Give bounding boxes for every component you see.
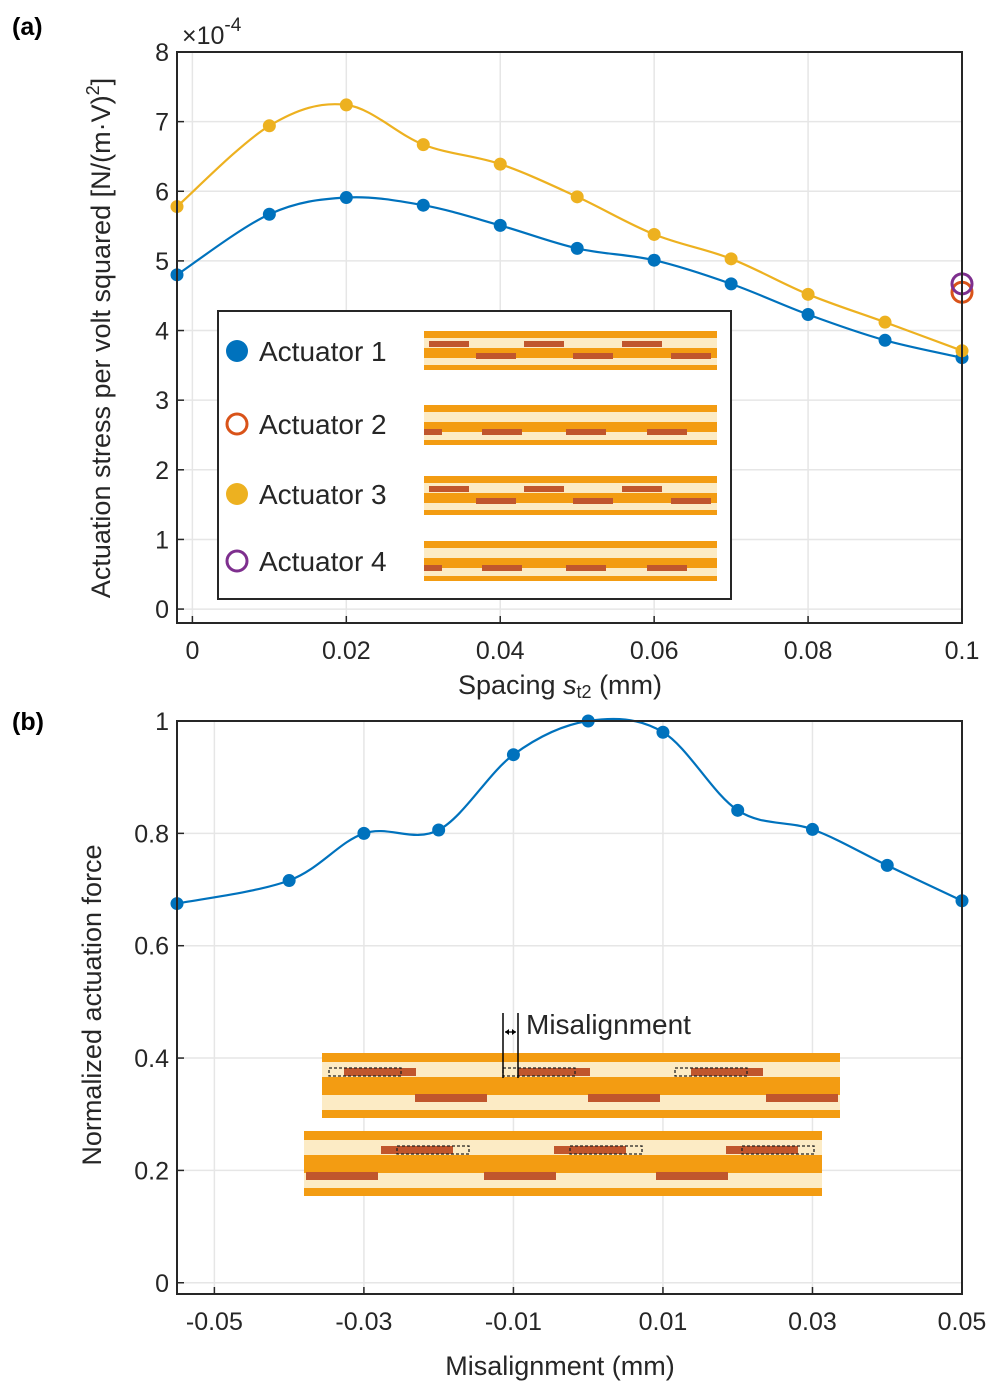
data-point-series [432, 823, 446, 837]
legend: Actuator 1 Actuator 2 [217, 310, 732, 600]
panel-a-label: (a) [12, 13, 43, 41]
data-point-series [656, 725, 670, 739]
series-line-series [176, 717, 963, 905]
panel-b-grid [177, 720, 963, 1294]
data-point-series [805, 822, 819, 836]
data-point-actuator-3 [570, 190, 584, 204]
panel-b-label: (b) [12, 708, 44, 736]
x-tick-label: 0 [185, 637, 199, 665]
legend-label-actuator-1: Actuator 1 [259, 336, 387, 367]
data-point-actuator-1 [878, 333, 892, 347]
panel-a-plot-frame [176, 51, 963, 624]
panel-b-y-axis-label: Normalized actuation force [77, 844, 107, 1165]
legend-entry-actuator-1: Actuator 1 [226, 331, 717, 370]
data-point-actuator-1 [724, 277, 738, 291]
legend-entry-actuator-3: Actuator 3 [226, 476, 717, 515]
y-tick-label: 0 [155, 596, 169, 624]
data-point-actuator-1 [339, 191, 353, 205]
x-tick-label: 0.1 [945, 637, 980, 665]
x-tick-label: 0.08 [784, 637, 833, 665]
x-tick-label: -0.03 [335, 1308, 392, 1336]
panel-a-exponent: ×10-4 [182, 15, 242, 50]
y-tick-label: 8 [155, 39, 169, 67]
y-tick-label: 5 [155, 248, 169, 276]
legend-label-actuator-2: Actuator 2 [259, 409, 387, 440]
x-tick-label: -0.05 [186, 1308, 243, 1336]
data-point-actuator-3 [724, 252, 738, 266]
x-tick-label: 0.03 [788, 1308, 837, 1336]
y-tick-label: 2 [155, 457, 169, 485]
y-tick-label: 0 [155, 1270, 169, 1298]
y-tick-label: 0.4 [134, 1045, 169, 1073]
misalignment-diagram: Misalignment [304, 1009, 840, 1196]
actuator-4-layer-diagram [424, 541, 717, 581]
actuator-2-layer-diagram [424, 405, 717, 445]
data-point-actuator-3 [878, 315, 892, 329]
data-point-actuator-1 [570, 241, 584, 255]
y-tick-label: 0.8 [134, 820, 169, 848]
legend-marker-actuator-4 [225, 549, 249, 573]
x-tick-label: 0.04 [476, 637, 525, 665]
panel-b-series [170, 714, 969, 911]
data-point-actuator-3 [416, 138, 430, 152]
data-point-series [880, 858, 894, 872]
misalignment-stack-lower [304, 1131, 822, 1196]
x-tick-label: 0.02 [322, 637, 371, 665]
actuator-3-layer-diagram [424, 476, 717, 515]
data-point-series [357, 826, 371, 840]
legend-marker-actuator-2 [225, 412, 249, 436]
legend-label-actuator-4: Actuator 4 [259, 546, 387, 577]
y-tick-label: 4 [155, 318, 169, 346]
panel-a-x-axis-label: Spacing st2 (mm) [458, 670, 662, 702]
misalignment-dimension-marker [502, 1013, 519, 1078]
misalignment-stack-upper [322, 1053, 840, 1118]
data-point-actuator-1 [647, 253, 661, 267]
panel-b-x-axis-label: Misalignment (mm) [445, 1351, 675, 1381]
data-point-series [506, 748, 520, 762]
data-point-actuator-3 [801, 287, 815, 301]
y-tick-label: 6 [155, 178, 169, 206]
panel-b: -0.05 -0.03 -0.01 0.01 0.03 0.05 0 0.2 0.4 0.6 0.8… [12, 708, 986, 1381]
misalignment-annotation: Misalignment [526, 1009, 691, 1040]
data-point-series [282, 874, 296, 888]
data-point-actuator-3 [339, 98, 353, 112]
data-point-actuator-1 [416, 198, 430, 212]
data-point-actuator-3 [493, 157, 507, 171]
panel-a-ticks: 0 0.02 0.04 0.06 0.08 0.1 0 1 2 3 4 5 6 7 8 [155, 39, 979, 665]
data-point-actuator-3 [647, 227, 661, 241]
panel-b-plot-frame [176, 720, 963, 1295]
data-point-actuator-3 [262, 119, 276, 133]
y-tick-label: 1 [155, 708, 169, 736]
x-tick-label: 0.05 [938, 1308, 987, 1336]
panel-a-y-axis-label: Actuation stress per volt squared [N/(m·… [83, 78, 116, 598]
legend-entry-actuator-2: Actuator 2 [225, 405, 717, 445]
legend-marker-actuator-3 [226, 483, 248, 505]
data-point-series [731, 803, 745, 817]
y-tick-label: 0.2 [134, 1157, 169, 1185]
legend-marker-actuator-1 [226, 340, 248, 362]
legend-label-actuator-3: Actuator 3 [259, 479, 387, 510]
x-tick-label: -0.01 [485, 1308, 542, 1336]
x-tick-label: 0.06 [630, 637, 679, 665]
y-tick-label: 7 [155, 109, 169, 137]
data-point-actuator-1 [262, 207, 276, 221]
data-point-actuator-1 [801, 308, 815, 322]
panel-b-ticks: -0.05 -0.03 -0.01 0.01 0.03 0.05 0 0.2 0.4 0.6 0.8… [134, 708, 986, 1336]
y-tick-label: 0.6 [134, 933, 169, 961]
x-tick-label: 0.01 [639, 1308, 688, 1336]
data-point-actuator-1 [493, 218, 507, 232]
actuator-1-layer-diagram [424, 331, 717, 370]
y-tick-label: 1 [155, 526, 169, 554]
legend-entry-actuator-4: Actuator 4 [225, 541, 717, 581]
y-tick-label: 3 [155, 387, 169, 415]
